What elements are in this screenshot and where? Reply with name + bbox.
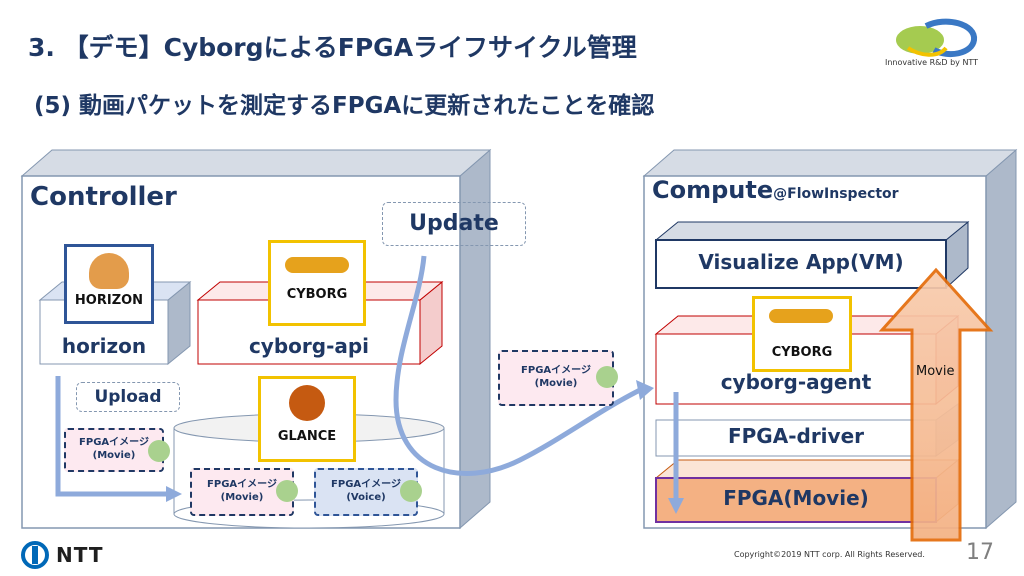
horizon-logo-text: HORIZON: [74, 293, 144, 308]
disc-icon: [596, 366, 618, 388]
stored-voice-line2: (Voice): [346, 492, 386, 503]
cyborg-api-label: cyborg-api: [248, 334, 370, 358]
copyright: Copyright©2019 NTT corp. All Rights Rese…: [734, 550, 925, 559]
page-number: 17: [966, 540, 994, 565]
controller-label: Controller: [30, 182, 177, 212]
ntt-logo-icon: [21, 541, 49, 569]
page-subtitle: (5) 動画パケットを測定するFPGAに更新されたことを確認: [34, 93, 655, 119]
stored-movie-line1: FPGAイメージ: [207, 479, 277, 490]
update-arrow: [393, 255, 642, 476]
fpga-driver-label: FPGA-driver: [727, 424, 864, 448]
compute-label: Compute@FlowInspector: [652, 176, 899, 204]
fpga-label: FPGA(Movie): [723, 486, 869, 510]
stored-voice-image: FPGAイメージ (Voice): [314, 468, 418, 516]
update-label: Update: [382, 202, 526, 246]
page-title: 3. 【デモ】CyborgによるFPGAライフサイクル管理: [28, 33, 637, 62]
cyborg-logo: CYBORG: [268, 240, 366, 326]
upload-arrow: [55, 376, 168, 497]
ntt-wordmark: NTT: [56, 543, 104, 567]
ntt-rd-logo: [896, 18, 977, 58]
visualize-label: Visualize App(VM): [698, 250, 904, 274]
cyborg-agent-logo: CYBORG: [752, 296, 852, 372]
movie-label: Movie: [916, 364, 955, 379]
movie-arrow: [878, 267, 994, 542]
cyborg-agent-label: cyborg-agent: [720, 370, 872, 394]
visualize-box: [655, 239, 947, 289]
upload-image-line2: (Movie): [92, 450, 136, 461]
shiba-icon: [89, 253, 129, 289]
compute-side: [985, 148, 1017, 530]
compute-subtitle: @FlowInspector: [773, 186, 899, 202]
cheetah-icon: [769, 309, 833, 323]
glance-logo: GLANCE: [258, 376, 356, 462]
disc-icon: [148, 440, 170, 462]
disc-icon: [276, 480, 298, 502]
upload-fpga-image: FPGAイメージ (Movie): [64, 428, 164, 472]
compute-title: Compute: [652, 176, 774, 204]
glance-logo-text: GLANCE: [277, 429, 337, 444]
stored-movie-line2: (Movie): [220, 492, 264, 503]
horizon-label: horizon: [61, 334, 147, 358]
transfer-image-line1: FPGAイメージ: [521, 365, 591, 376]
horizon-logo: HORIZON: [64, 244, 154, 324]
logo-text: Innovative R&D by NTT: [885, 58, 979, 67]
squirrel-icon: [289, 385, 325, 421]
upload-image-line1: FPGAイメージ: [79, 437, 149, 448]
cyborg-agent-logo-text: CYBORG: [771, 345, 833, 360]
cyborg-logo-text: CYBORG: [286, 287, 348, 302]
disc-icon: [400, 480, 422, 502]
stored-voice-line1: FPGAイメージ: [331, 479, 401, 490]
upload-label: Upload: [76, 382, 180, 412]
transfer-image-line2: (Movie): [534, 378, 578, 389]
transfer-fpga-image: FPGAイメージ (Movie): [498, 350, 614, 406]
fpga-driver-box: [655, 419, 937, 457]
cheetah-icon: [285, 257, 349, 273]
fpga-box: [655, 477, 937, 523]
controller-top: [20, 149, 492, 177]
compute-top: [642, 149, 1018, 177]
